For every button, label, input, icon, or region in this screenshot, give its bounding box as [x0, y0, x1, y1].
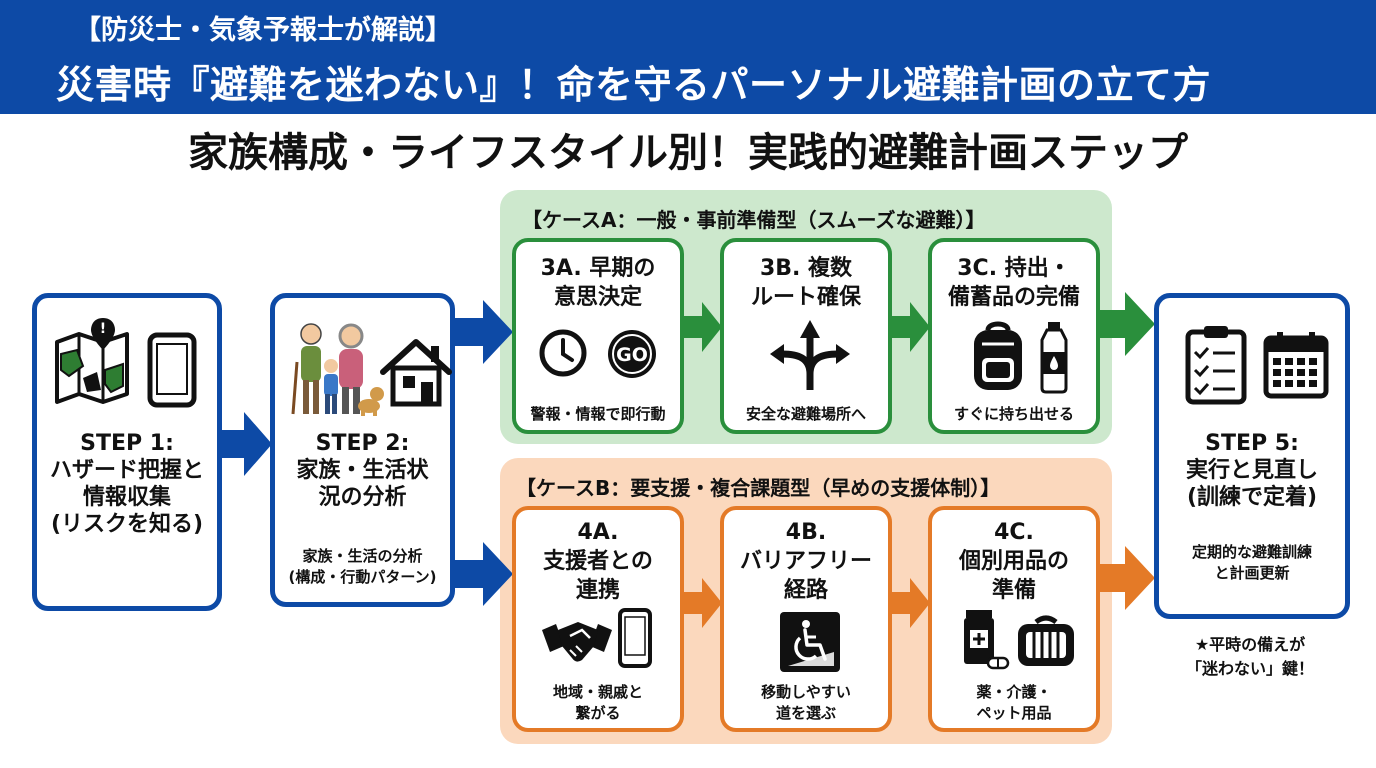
case-b-title: 【ケースB：要支援・複合課題型（早めの支援体制）】: [516, 476, 1001, 500]
step1-box: ! STEP 1: ハザード把握と 情報収集 (リスクを知る): [32, 293, 222, 611]
step5-desc: 定期的な避難訓練 と計画更新: [1191, 543, 1312, 582]
card-3c-title: 3C. 持出・ 備蓄品の完備: [947, 256, 1080, 310]
step2-title: STEP 2: 家族・生活状 況の分析: [296, 431, 429, 510]
card-3a-desc: 警報・情報で即行動: [530, 405, 666, 423]
card-4b: 4B. バリアフリー 経路 移動しやすい 道を選ぶ: [720, 506, 892, 732]
card-4c-title: 4C. 個別用品の 準備: [958, 520, 1069, 603]
card-4b-title: 4B. バリアフリー 経路: [739, 520, 872, 603]
header-title: 災害時『避難を迷わない』！命を守るパーソナル避難計画の立て方: [56, 63, 1212, 107]
card-3c-desc: すぐに持ち出せる: [953, 405, 1074, 423]
arrow-4a-to-4b: [684, 578, 722, 628]
step1-title: STEP 1: ハザード把握と 情報収集 (リスクを知る): [49, 431, 204, 537]
section-title: 家族構成・ライフスタイル別！実践的避難計画ステップ: [188, 130, 1188, 176]
card-3b-title: 3B. 複数 ルート確保: [750, 256, 861, 310]
family-icon: [291, 323, 384, 416]
card-3b-desc: 安全な避難場所へ: [745, 405, 866, 423]
card-3b: 3B. 複数 ルート確保 安全な避難場所へ: [720, 238, 892, 434]
smartphone-icon: [147, 332, 197, 408]
step2-desc: 家族・生活の分析 (構成・行動パターン): [288, 547, 437, 586]
card-3a: 3A. 早期の 意思決定 GO 警報・情報で即行動: [512, 238, 684, 434]
smartphone-icon: [618, 608, 652, 668]
step5-title: STEP 5: 実行と見直し (訓練で定着): [1185, 431, 1318, 510]
card-4b-desc: 移動しやすい 道を選ぶ: [761, 683, 851, 722]
svg-text:!: !: [100, 321, 106, 337]
step2-box: STEP 2: 家族・生活状 況の分析 家族・生活の分析 (構成・行動パターン): [270, 293, 455, 607]
card-4a: 4A. 支援者との 連携 地域・親戚と 繋がる: [512, 506, 684, 732]
medicine-icon: [964, 610, 1010, 670]
card-3c: 3C. 持出・ 備蓄品の完備 すぐに持ち出せる: [928, 238, 1100, 434]
card-4a-title: 4A. 支援者との 連携: [543, 520, 653, 603]
card-4c-desc: 薬・介護・ ペット用品: [976, 683, 1052, 722]
arrow-step2-to-case-a: [453, 300, 513, 364]
svg-text:GO: GO: [616, 344, 648, 366]
case-a-title: 【ケースA：一般・事前準備型（スムーズな避難）】: [522, 208, 986, 232]
route-split-icon: [770, 320, 850, 390]
arrow-4b-to-4c: [892, 578, 930, 628]
wheelchair-icon: [780, 612, 840, 672]
card-4a-desc: 地域・親戚と 繋がる: [552, 683, 643, 722]
arrow-3c-to-step5: [1100, 292, 1155, 356]
pet-carrier-icon: [1018, 615, 1074, 666]
calendar-icon: [1263, 332, 1329, 399]
tip-note: ★平時の備えが 「迷わない」鍵！: [1185, 635, 1314, 678]
clock-icon: [539, 329, 587, 377]
hazard-map-icon: !: [55, 318, 129, 404]
go-icon: GO: [608, 330, 656, 378]
arrow-step1-to-step2: [222, 412, 272, 476]
step5-box: STEP 5: 実行と見直し (訓練で定着) 定期的な避難訓練 と計画更新: [1154, 293, 1350, 619]
arrow-3b-to-3c: [892, 302, 930, 352]
backpack-icon: [974, 321, 1022, 390]
checklist-icon: [1185, 326, 1247, 405]
arrow-3a-to-3b: [684, 302, 722, 352]
header-banner: 【防災士・気象予報士が解説】 災害時『避難を迷わない』！命を守るパーソナル避難計…: [0, 0, 1376, 114]
arrow-step2-to-case-b: [453, 542, 513, 606]
card-3a-title: 3A. 早期の 意思決定: [540, 256, 656, 310]
house-icon: [380, 339, 452, 407]
header-subtitle: 【防災士・気象予報士が解説】: [74, 15, 452, 46]
handshake-icon: [542, 622, 612, 662]
card-4c: 4C. 個別用品の 準備 薬・介護・ ペット用品: [928, 506, 1100, 732]
water-bottle-icon: [1040, 322, 1068, 394]
arrow-4c-to-step5: [1100, 546, 1155, 610]
